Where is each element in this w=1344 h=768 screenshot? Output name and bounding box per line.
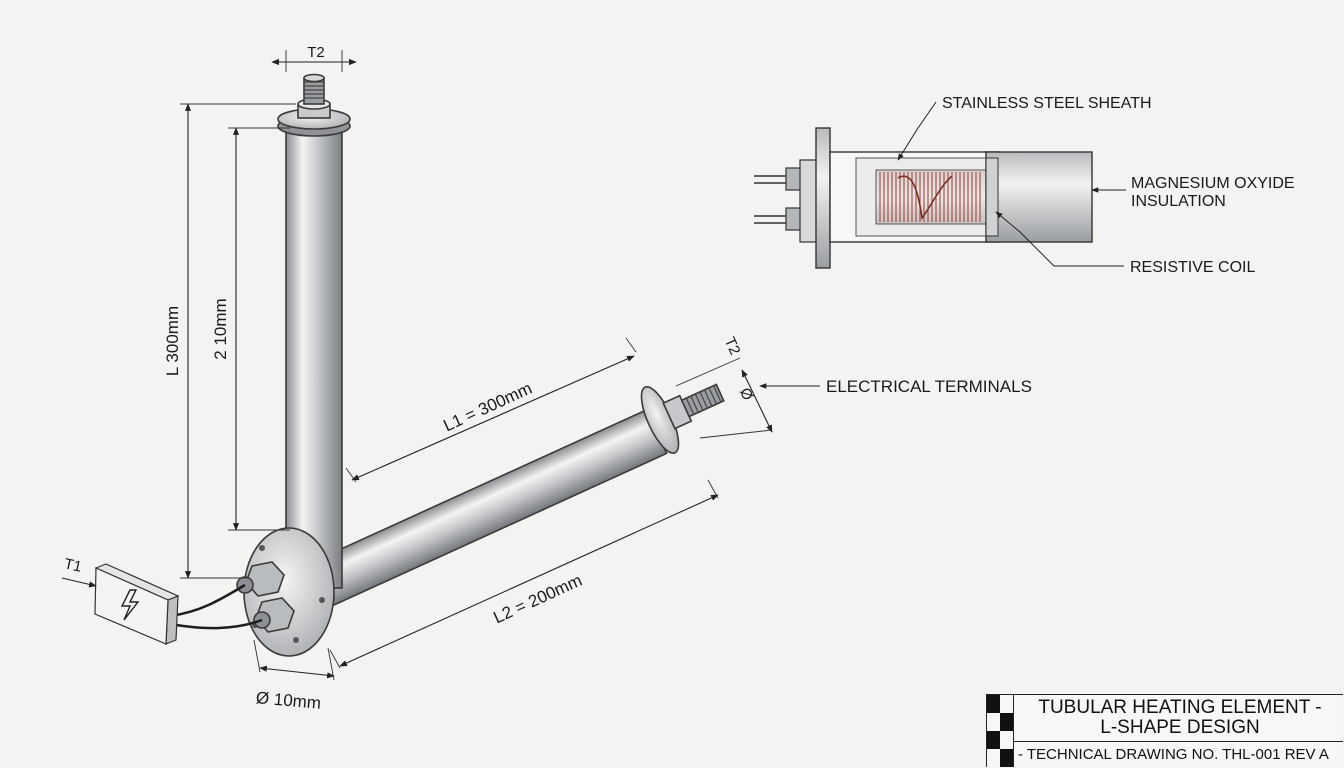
dim-t2-right: T2 Ø bbox=[675, 335, 773, 439]
dim-length-inner: 2 10mm bbox=[211, 127, 290, 531]
mgo-line2-label: INSULATION bbox=[1131, 193, 1226, 210]
callout-electrical-terminals: ELECTRICAL TERMINALS bbox=[759, 377, 1032, 396]
mgo-line1-label: MAGNESIUM OXYIDE bbox=[1131, 175, 1295, 192]
power-leads bbox=[169, 583, 263, 630]
t2-right-label: T2 bbox=[721, 335, 744, 358]
top-terminal bbox=[277, 73, 351, 137]
diameter-label: Ø 10mm bbox=[255, 688, 322, 713]
vertical-tube bbox=[285, 127, 343, 589]
l1-label: L1 = 300mm bbox=[441, 379, 535, 436]
t2-top-label: T2 bbox=[307, 44, 325, 61]
callout-resistive-coil: RESISTIVE COIL bbox=[995, 211, 1255, 276]
power-source-box bbox=[94, 563, 180, 645]
horizontal-tube bbox=[308, 408, 668, 608]
drawing-number: - TECHNICAL DRAWING NO. THL-001 REV A bbox=[1018, 746, 1329, 763]
stainless-steel-sheath-label: STAINLESS STEEL SHEATH bbox=[942, 95, 1152, 112]
drawing-title: TUBULAR HEATING ELEMENT - L-SHAPE DESIGN bbox=[1017, 698, 1343, 738]
l2-label: L2 = 200mm bbox=[491, 571, 585, 628]
dim-diameter: Ø 10mm bbox=[253, 639, 335, 713]
title-line-2: L-SHAPE DESIGN bbox=[1100, 717, 1260, 738]
phi-label: Ø bbox=[736, 385, 756, 403]
right-terminal bbox=[640, 383, 725, 454]
title-block-marker bbox=[987, 695, 1014, 767]
resistive-coil-winding bbox=[879, 172, 981, 222]
title-block-divider bbox=[1013, 741, 1343, 742]
dim-t1: T1 bbox=[61, 555, 97, 588]
resistive-coil-label: RESISTIVE COIL bbox=[1130, 259, 1255, 276]
cross-section-detail bbox=[754, 127, 1093, 269]
electrical-terminals-label: ELECTRICAL TERMINALS bbox=[826, 377, 1032, 396]
t1-label: T1 bbox=[63, 555, 84, 575]
dim-length-total: L 300mm bbox=[163, 103, 296, 579]
title-line-1: TUBULAR HEATING ELEMENT - bbox=[1038, 697, 1322, 718]
dim-t2-top: T2 bbox=[271, 44, 357, 72]
callout-mgo-insulation: MAGNESIUM OXYIDE INSULATION bbox=[1091, 175, 1295, 210]
length-inner-label: 2 10mm bbox=[211, 298, 230, 359]
title-block: TUBULAR HEATING ELEMENT - L-SHAPE DESIGN… bbox=[986, 694, 1343, 767]
length-total-label: L 300mm bbox=[163, 306, 182, 376]
lightning-bolt-icon bbox=[120, 589, 140, 621]
corner-flange bbox=[236, 527, 335, 657]
callout-stainless-steel-sheath: STAINLESS STEEL SHEATH bbox=[897, 95, 1152, 161]
